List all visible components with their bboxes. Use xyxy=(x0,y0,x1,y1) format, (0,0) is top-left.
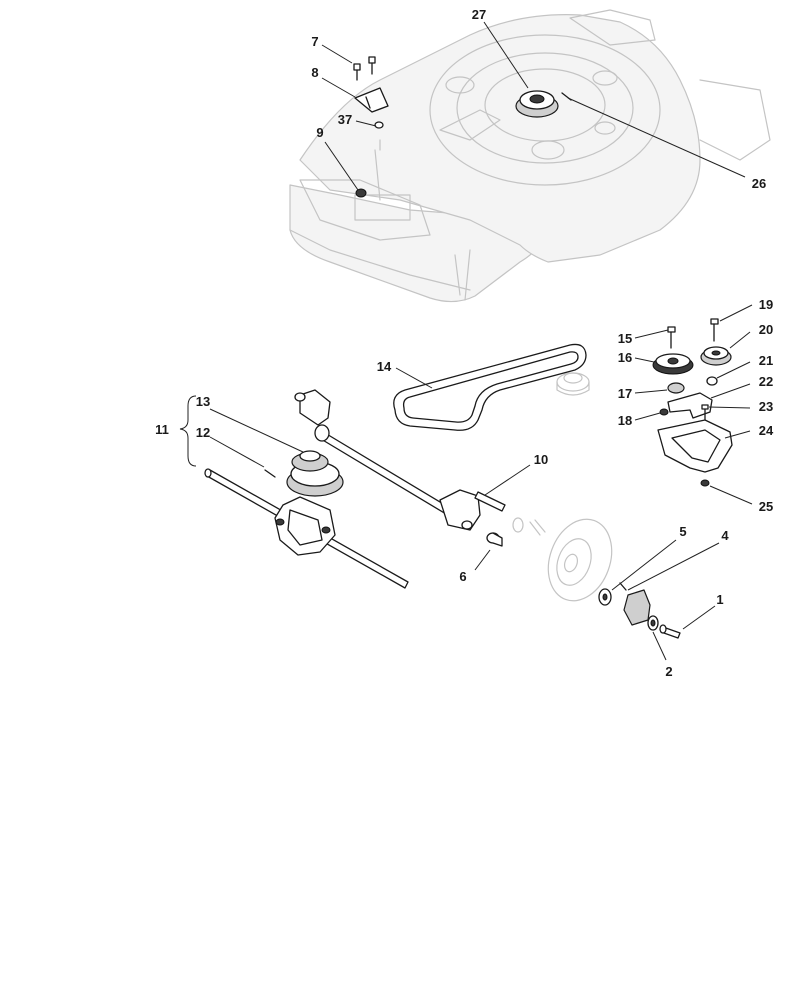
callout-10: 10 xyxy=(534,452,548,467)
callout-26: 26 xyxy=(752,176,766,191)
callout-1: 1 xyxy=(716,592,723,607)
callout-6: 6 xyxy=(459,569,466,584)
callout-14: 14 xyxy=(377,359,392,374)
wheel-hardware xyxy=(598,582,681,639)
callout-13: 13 xyxy=(196,394,210,409)
leader-lines xyxy=(209,21,753,661)
callout-2: 2 xyxy=(665,664,672,679)
drive-lever xyxy=(294,389,506,531)
mower-deck xyxy=(289,9,771,303)
bearing-ghost xyxy=(556,372,590,396)
callout-15: 15 xyxy=(618,331,632,346)
bracket-screws xyxy=(353,56,376,81)
drive-belt xyxy=(393,343,587,431)
callout-19: 19 xyxy=(759,297,773,312)
gearbox-assembly xyxy=(204,450,409,589)
callout-22: 22 xyxy=(759,374,773,389)
callout-37: 37 xyxy=(338,112,352,127)
callout-23: 23 xyxy=(759,399,773,414)
rear-wheel-ghost xyxy=(547,518,613,602)
callout-27: 27 xyxy=(472,7,486,22)
callout-4: 4 xyxy=(721,528,729,543)
callout-11: 11 xyxy=(155,422,169,437)
callout-brace xyxy=(179,395,197,467)
callout-9: 9 xyxy=(316,125,323,140)
callout-7: 7 xyxy=(311,34,318,49)
callout-8: 8 xyxy=(311,65,318,80)
washer-ghost xyxy=(512,517,546,536)
callout-18: 18 xyxy=(618,413,632,428)
callout-16: 16 xyxy=(618,350,632,365)
callout-12: 12 xyxy=(196,425,210,440)
callout-17: 17 xyxy=(618,386,632,401)
deck-bracket xyxy=(354,87,389,113)
bracket-nut xyxy=(374,121,384,129)
callout-21: 21 xyxy=(759,353,773,368)
wheel-bushing xyxy=(486,532,503,547)
callout-5: 5 xyxy=(679,524,686,539)
deck-pulley xyxy=(515,90,559,118)
callout-labels: 1 2 4 5 6 7 8 9 10 11 12 13 14 15 16 17 … xyxy=(155,7,774,679)
idler-assembly xyxy=(652,318,733,487)
callout-25: 25 xyxy=(759,499,773,514)
callout-24: 24 xyxy=(759,423,774,438)
deck-nut xyxy=(355,188,367,198)
callout-20: 20 xyxy=(759,322,773,337)
